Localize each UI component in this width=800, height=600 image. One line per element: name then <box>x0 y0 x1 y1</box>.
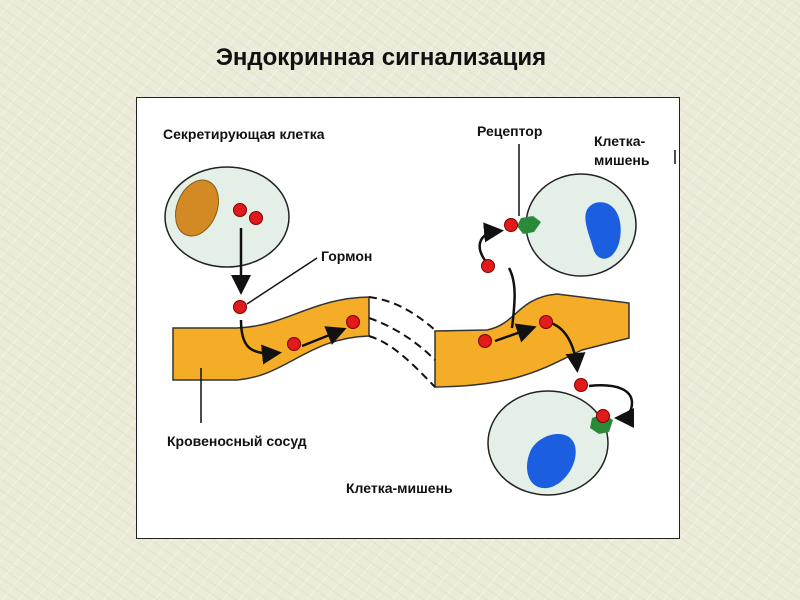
label-blood-vessel: Кровеносный сосуд <box>167 433 307 449</box>
blood-vessel-right <box>434 293 630 388</box>
hormone-dot <box>596 409 610 423</box>
vessel-gap-lines <box>368 296 436 388</box>
diagram-title: Эндокринная сигнализация <box>215 44 547 71</box>
hormone-path-arrows <box>231 222 635 428</box>
hormone-dot <box>233 300 247 314</box>
hormone-dot <box>504 218 518 232</box>
hormone-dot <box>478 334 492 348</box>
label-receptor: Рецептор <box>477 123 543 139</box>
hormone-dot <box>233 203 247 217</box>
hormone-dot <box>574 378 588 392</box>
label-target-cell-bottom: Клетка-мишень <box>346 480 453 496</box>
label-secreting-cell: Секретирующая клетка <box>163 126 325 142</box>
label-target-cell-top: Клетка- мишень <box>594 133 650 168</box>
hormone-dot <box>249 211 263 225</box>
hormone-dot <box>287 337 301 351</box>
blood-vessel-left <box>172 296 370 381</box>
endocrine-diagram <box>164 144 676 496</box>
receptor-top-icon <box>517 216 541 234</box>
leader-lines <box>200 144 676 423</box>
secreting-cell-nucleus <box>175 179 219 237</box>
label-hormone: Гормон <box>321 248 373 264</box>
hormone-dot <box>539 315 553 329</box>
hormone-dot <box>346 315 360 329</box>
hormones <box>233 203 610 423</box>
hormone-dot <box>481 259 495 273</box>
target-cell-top-nucleus <box>585 202 621 259</box>
target-cell-bottom-nucleus <box>527 433 576 489</box>
diagram-panel: Секретирующая клетка Рецептор Клетка- ми… <box>136 97 680 539</box>
